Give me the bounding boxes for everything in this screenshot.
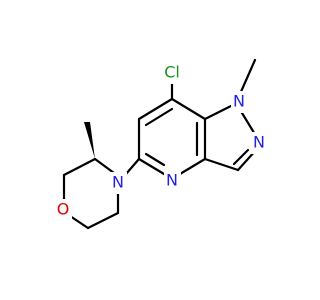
label-bg-morpholine-n [110, 172, 127, 194]
bond-c3-c3a [203, 157, 240, 172]
bond-c7-c7a [170, 97, 207, 121]
bond-c5-n4-double [144, 152, 166, 167]
bond-c5-n4 [137, 157, 166, 176]
bond-n4-c3a [178, 157, 207, 176]
atom-label-nitrogen-2: N [253, 133, 265, 152]
bond-n1-methyl [238, 58, 257, 96]
bond-c6m-c5m [86, 211, 120, 230]
label-bg-cl [160, 62, 184, 84]
bond-o-c6m [68, 214, 90, 230]
atom-label-chlorine: Cl [164, 63, 180, 82]
molecule-canvas: Cl N N N N O [55, 58, 268, 230]
bond-n2-c3-double [232, 148, 250, 166]
bond-c7-c6-double [144, 107, 174, 127]
label-bg-oxygen [55, 199, 72, 221]
label-bg-n2 [251, 132, 268, 154]
wedge-bond-methyl [84, 122, 95, 159]
bond-c3m-c2m [62, 157, 97, 177]
atom-label-pyridine-nitrogen: N [166, 171, 178, 190]
bond-n-c3m [93, 157, 116, 175]
bond-c7-c6 [137, 97, 174, 121]
label-bg-n1 [231, 91, 248, 113]
atom-label-nitrogen-1: N [233, 92, 245, 111]
atom-label-morpholine-nitrogen: N [112, 173, 124, 192]
chemical-structure-diagram: Cl N N N N O [55, 58, 268, 230]
bond-c5-n-morpholine [124, 157, 141, 176]
atom-label-oxygen: O [57, 200, 70, 219]
label-bg-pyridine-n [164, 170, 181, 192]
